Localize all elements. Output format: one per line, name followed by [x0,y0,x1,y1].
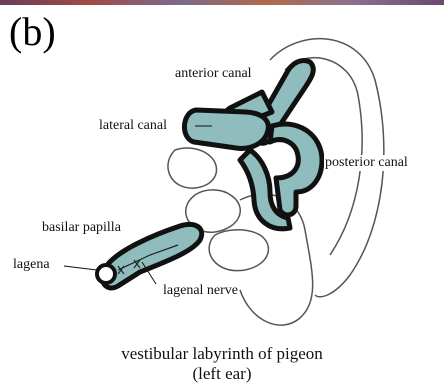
label-lateral-canal: lateral canal [98,118,168,134]
caption-line-2: (left ear) [0,364,444,384]
lateral-canal [184,110,268,148]
posterior-canal [270,124,322,215]
label-basilar-papilla: basilar papilla [41,220,122,236]
label-anterior-canal: anterior canal [174,66,253,82]
leader-lagena [64,266,97,270]
label-lagenal-nerve: lagenal nerve [162,283,239,299]
vestibule-lobe-lower [209,230,268,271]
label-lagena: lagena [12,257,51,273]
label-posterior-canal: posterior canal [324,155,409,171]
caption-line-1: vestibular labyrinth of pigeon [0,344,444,364]
lagena [97,265,115,283]
lateral-canal-loop [168,148,217,188]
